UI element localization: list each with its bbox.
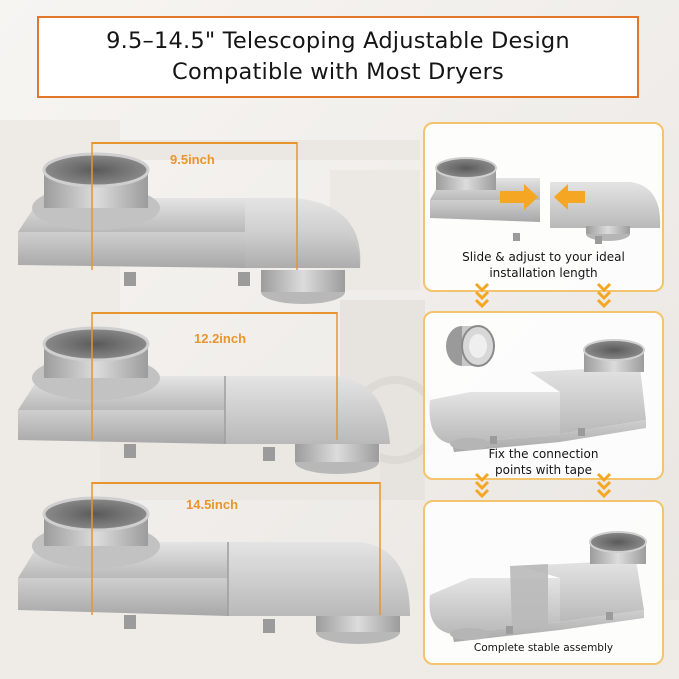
step-2-assembled-illustration: [429, 339, 646, 452]
headline-line-1: 9.5–14.5" Telescoping Adjustable Design: [106, 28, 570, 54]
tape-roll-icon: [446, 325, 495, 367]
slide-arrow-icon: [500, 184, 585, 210]
step-1-caption-line-2: installation length: [489, 266, 598, 280]
step-1-caption-line-1: Slide & adjust to your ideal: [462, 250, 625, 264]
step-3-caption-line-1: Complete stable assembly: [473, 642, 614, 654]
step-3-caption: Complete stable assembly: [425, 641, 662, 655]
measure-line-2: [91, 312, 338, 440]
vent-9-5-inch: [18, 152, 361, 304]
step-1-caption: Slide & adjust to your ideal installatio…: [425, 249, 662, 281]
measure-line-3: [91, 482, 381, 615]
vent-12-2-inch: [18, 326, 390, 474]
headline-line-2: Compatible with Most Dryers: [172, 59, 504, 85]
chevron-down-icon: [474, 282, 612, 499]
step-2-caption: Fix the connection points with tape: [425, 446, 662, 478]
headline-banner: 9.5–14.5" Telescoping Adjustable Design …: [37, 16, 639, 98]
measure-label-9-5: 9.5inch: [170, 152, 215, 167]
step-2-caption-line-1: Fix the connection: [488, 447, 599, 461]
step-2-caption-line-2: points with tape: [494, 463, 592, 477]
step-1-slide-illustration: [430, 157, 661, 244]
vent-14-5-inch: [18, 496, 410, 644]
measure-label-12-2: 12.2inch: [194, 331, 247, 346]
measure-line-1: [91, 142, 298, 270]
measure-label-14-5: 14.5inch: [186, 497, 239, 512]
step-3-complete-illustration: [429, 531, 647, 642]
